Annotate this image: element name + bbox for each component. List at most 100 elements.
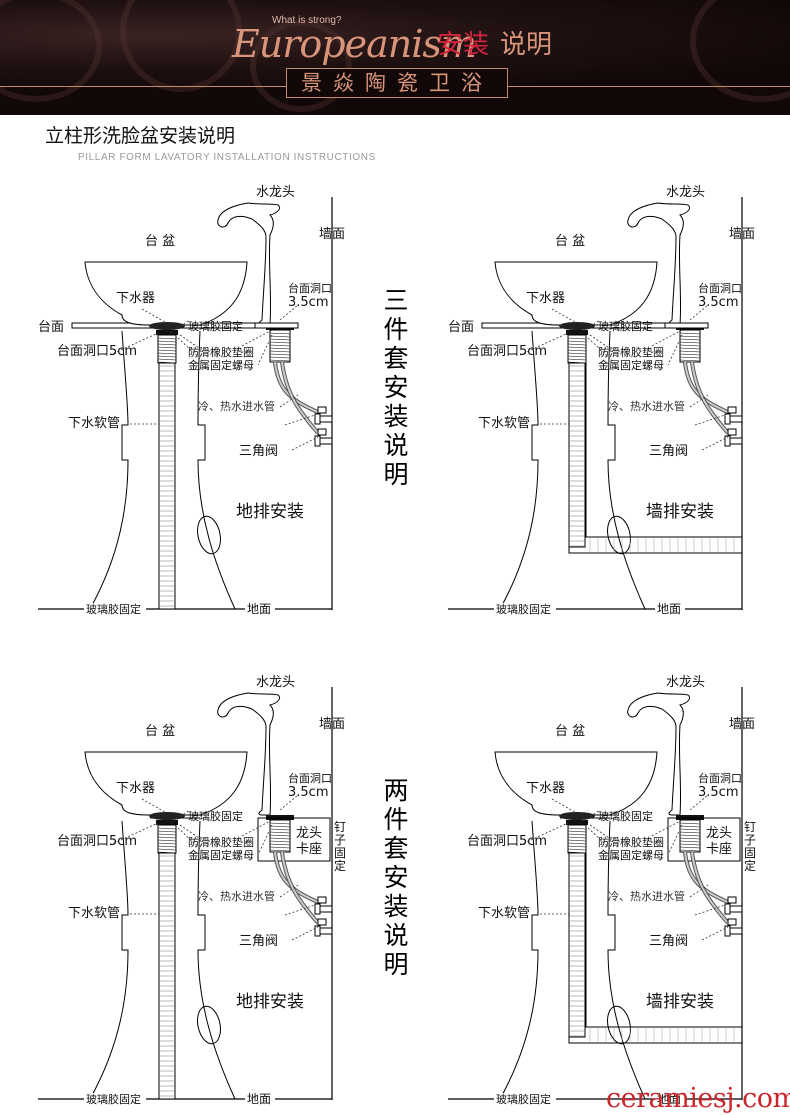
label-supply-pipe: 冷、热水进水管 — [608, 399, 685, 413]
watermark: ceramiesj.com — [606, 1083, 790, 1114]
label-supply-pipe: 冷、热水进水管 — [608, 889, 685, 903]
label-counter-hole-5cm: 台面洞口5cm — [467, 344, 547, 359]
thread-line — [567, 340, 587, 343]
faucet-body — [217, 692, 281, 816]
label-bg — [494, 1093, 556, 1105]
label-glass-glue: 玻璃胶固定 — [598, 809, 653, 823]
thread-line — [567, 349, 587, 352]
thread-line — [157, 343, 177, 346]
label-angle-valve: 三角阀 — [239, 444, 278, 459]
label-counter-hole-3.5cm-value: 3.5cm — [698, 785, 739, 800]
company-name: 景焱陶瓷卫浴 — [286, 68, 508, 98]
installation-diagram-wall-three-piece: 水龙头台 盆墙面下水器台面台面洞口5cm台面洞口3.5cm玻璃胶固定防滑橡胶垫圈… — [448, 185, 755, 616]
thread-line — [679, 840, 701, 843]
pedestal-hole — [197, 515, 221, 555]
thread-line — [157, 337, 177, 340]
leader-line — [239, 819, 273, 838]
thread-line — [157, 346, 177, 349]
label-floor: 地面 — [657, 1092, 681, 1106]
label-countertop: 台面 — [448, 320, 474, 335]
label-counter-hole-3.5cm-value: 3.5cm — [288, 785, 329, 800]
label-nail-fix: 固 — [744, 846, 756, 860]
leader-line — [519, 332, 569, 356]
leader-line — [179, 334, 203, 351]
label-nail-fix: 钉 — [334, 820, 346, 834]
thread-line — [567, 848, 587, 851]
thread-line — [269, 828, 291, 831]
angle-valve-stem — [319, 905, 333, 913]
leader-line — [551, 308, 576, 323]
angle-valve-body — [314, 903, 321, 915]
thread-line — [269, 359, 291, 362]
brand-tagline: What is strong? — [272, 15, 342, 26]
label-drain: 下水器 — [116, 291, 155, 306]
thread-line — [679, 846, 701, 849]
installation-diagram-floor-two-piece: 水龙头台 盆墙面下水器台面洞口5cm台面洞口3.5cm玻璃胶固定防滑橡胶垫圈金属… — [38, 675, 346, 1106]
leader-line — [239, 329, 273, 348]
thread-line — [679, 332, 701, 335]
leader-line — [179, 824, 203, 841]
label-nail-fix: 固 — [334, 846, 346, 860]
thread-line — [157, 848, 177, 851]
label-supply-pipe: 冷、热水进水管 — [198, 399, 275, 413]
countertop-right — [254, 322, 299, 329]
leader-line — [519, 822, 569, 846]
thread-line — [269, 849, 291, 852]
label-rubber-gasket: 防滑橡胶垫圈 — [598, 835, 664, 849]
label-angle-valve: 三角阀 — [239, 934, 278, 949]
thread-line — [679, 834, 701, 837]
leader-line — [291, 436, 319, 451]
thread-line — [157, 845, 177, 848]
basin-bowl — [494, 751, 658, 816]
angle-valve-top — [727, 428, 737, 436]
floral-ornament — [0, 0, 102, 102]
label-rubber-gasket: 防滑橡胶垫圈 — [188, 345, 254, 359]
drain-gasket — [566, 330, 588, 335]
angle-valve-body — [314, 413, 321, 425]
label-counter-hole-3.5cm-value: 3.5cm — [698, 295, 739, 310]
drain-gasket — [156, 330, 178, 335]
supply-pipe-cold — [280, 851, 320, 925]
thread-line — [679, 831, 701, 834]
pedestal-hole — [607, 1005, 631, 1045]
leader-line — [141, 308, 166, 323]
supply-pipe-cold-inner — [691, 851, 729, 924]
angle-valve-body — [724, 903, 731, 915]
label-glass-glue-floor: 玻璃胶固定 — [496, 602, 551, 616]
label-drain-hose: 下水软管 — [68, 416, 120, 431]
drain-cap — [559, 322, 595, 330]
thread-line — [567, 827, 587, 830]
leader-line — [257, 334, 273, 366]
label-metal-nut: 金属固定螺母 — [598, 848, 664, 862]
banner-title: 说明 — [500, 30, 553, 60]
label-wall: 墙面 — [319, 227, 345, 242]
label-faucet: 水龙头 — [666, 675, 705, 690]
label-glass-glue: 玻璃胶固定 — [188, 319, 243, 333]
thread-line — [567, 337, 587, 340]
label-bg — [84, 603, 146, 615]
label-counter-hole-5cm: 台面洞口5cm — [57, 834, 137, 849]
label-install-mode: 墙排安装 — [646, 992, 714, 1012]
label-basin: 台 盆 — [145, 724, 175, 739]
label-wall: 墙面 — [729, 717, 755, 732]
thread-line — [679, 843, 701, 846]
leader-line — [667, 334, 683, 366]
label-drain: 下水器 — [526, 291, 565, 306]
thread-line — [679, 825, 701, 828]
leader-line — [694, 414, 726, 426]
label-bg — [655, 602, 685, 615]
angle-valve-top — [727, 406, 737, 414]
drain-thread — [567, 334, 587, 364]
label-basin: 台 盆 — [555, 234, 585, 249]
supply-pipe-cold — [280, 361, 320, 435]
thread-line — [679, 837, 701, 840]
leader-line — [589, 334, 613, 351]
leader-line — [551, 798, 576, 813]
pedestal-hole — [607, 515, 631, 555]
thread-line — [157, 358, 177, 361]
pedestal-left-edge — [89, 330, 129, 610]
thread-line — [679, 828, 701, 831]
supply-pipe-cold-inner — [691, 361, 729, 434]
pedestal-right-edge — [197, 820, 236, 1100]
label-angle-valve: 三角阀 — [649, 934, 688, 949]
